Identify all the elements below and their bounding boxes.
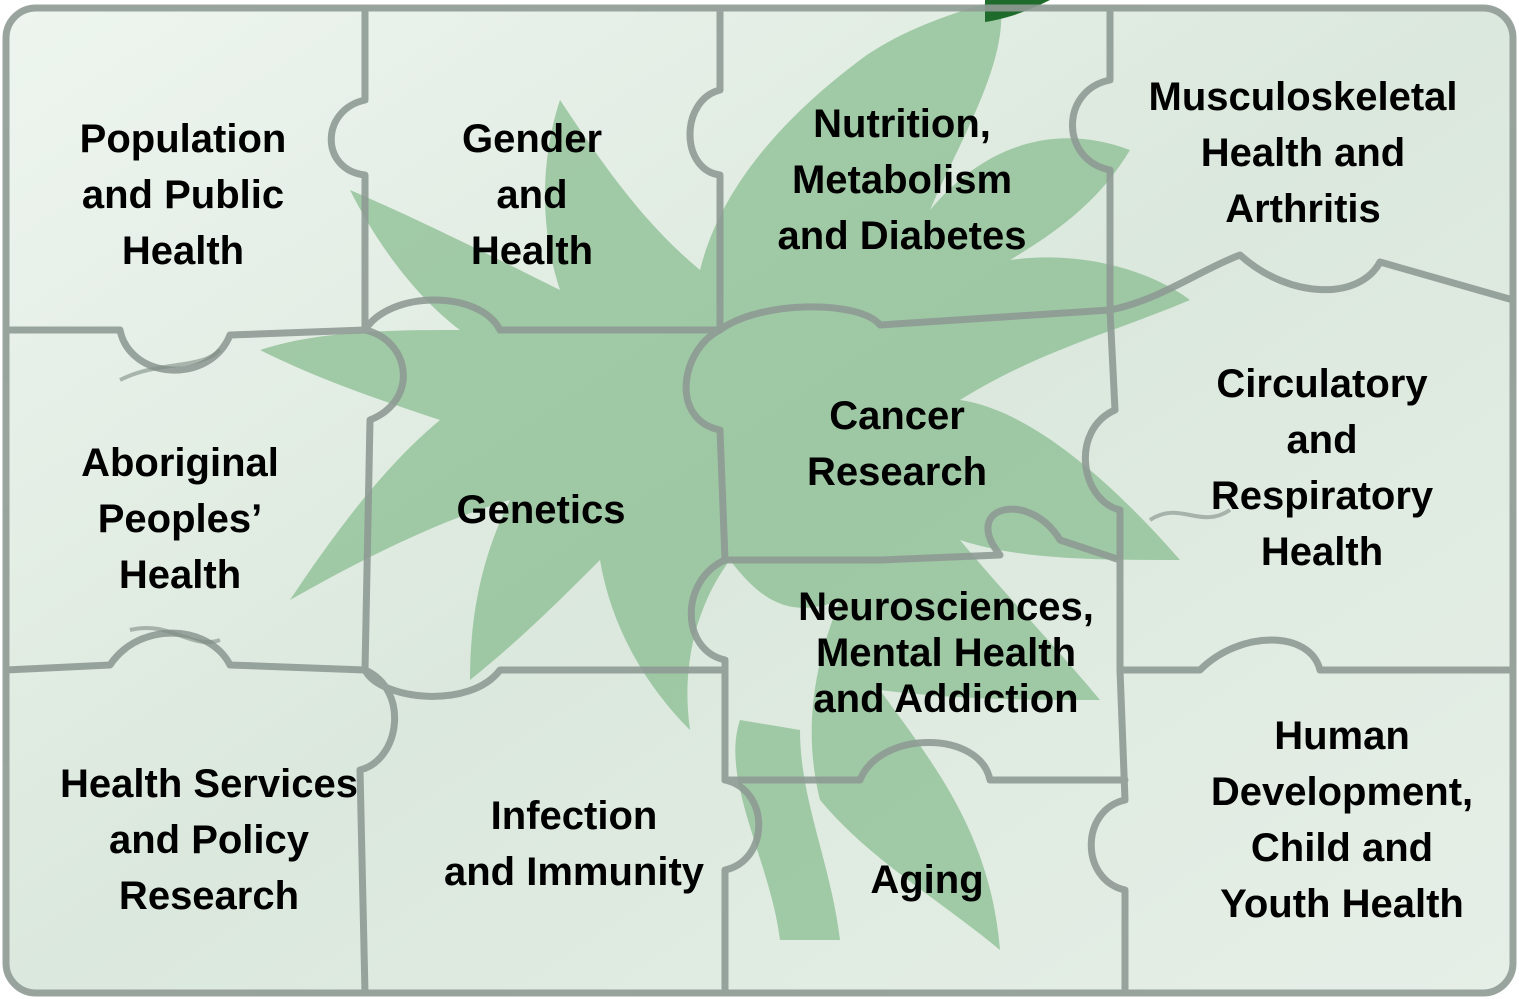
piece-label-musculoskeletal: Musculoskeletal Health and Arthritis: [1148, 75, 1458, 231]
piece-label-nutrition: Nutrition, Metabolism and Diabetes: [777, 102, 1027, 258]
piece-label-aging: Aging: [870, 858, 984, 902]
piece-label-human-development: Human Development, Child and Youth Healt…: [1210, 714, 1474, 926]
piece-label-aboriginal: Aboriginal Peoples’ Health: [81, 441, 279, 597]
piece-label-population: Population and Public Health: [79, 117, 287, 273]
piece-label-infection: Infection and Immunity: [443, 794, 705, 894]
piece-label-gender: Gender and Health: [461, 117, 603, 273]
seam-accents: [119, 348, 1232, 644]
piece-label-cancer: Cancer Research: [806, 394, 988, 494]
piece-label-health-services: Health Services and Policy Research: [60, 762, 358, 918]
piece-label-circulatory: Circulatory and Respiratory Health: [1210, 362, 1434, 574]
piece-label-neurosciences: Neurosciences, Mental Health and Addicti…: [798, 585, 1094, 721]
maple-stem: [735, 720, 840, 940]
piece-outlines: [2, 4, 1517, 997]
piece-label-genetics: Genetics: [456, 488, 626, 532]
